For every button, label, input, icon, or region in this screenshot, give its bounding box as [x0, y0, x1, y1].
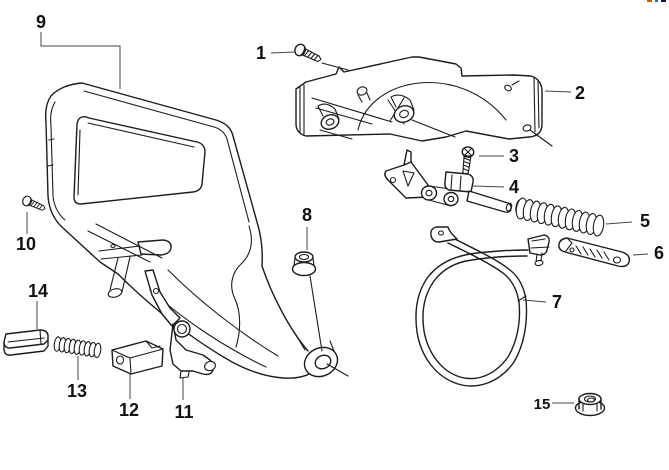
- leader-line-1: [270, 51, 296, 54]
- part-4-pivot-lever-drawing: [384, 149, 513, 213]
- part-11-brake-lever-drawing: [144, 269, 216, 379]
- part-label-14: 14: [28, 281, 48, 301]
- leader-line-2: [544, 90, 572, 93]
- part-label-11: 11: [174, 402, 193, 422]
- part-13-spring-drawing: [53, 336, 102, 359]
- part-9-hand-guard-drawing: [44, 82, 349, 379]
- part-label-10: 10: [16, 234, 36, 254]
- part-6-sleeve-drawing: [558, 237, 631, 268]
- leader-line-6: [632, 253, 649, 256]
- part-label-2: 2: [575, 83, 585, 103]
- leader-line-4: [472, 185, 505, 188]
- leader-line-5: [605, 221, 633, 225]
- part-10-screw-drawing: [20, 194, 48, 215]
- part-label-6: 6: [654, 243, 664, 263]
- part-5-spring-drawing: [515, 197, 605, 237]
- part-label-13: 13: [67, 381, 87, 401]
- part-label-7: 7: [552, 292, 562, 312]
- part-12-slide-block-drawing: [111, 340, 164, 375]
- screen-edge-artifact: [655, 0, 658, 2]
- part-label-4: 4: [509, 177, 519, 197]
- part-label-3: 3: [509, 146, 519, 166]
- part-label-5: 5: [640, 211, 650, 231]
- part-label-12: 12: [119, 400, 139, 420]
- screen-edge-artifact: [661, 0, 666, 2]
- part-15-flange-nut-drawing: [574, 392, 606, 417]
- part-14-latch-plate-drawing: [3, 329, 49, 356]
- screen-edge-artifact: [647, 0, 652, 2]
- part-label-1: 1: [256, 43, 266, 63]
- part-3-screw-drawing: [458, 145, 476, 177]
- leader-line-7: [522, 299, 547, 303]
- part-label-15: 15: [534, 396, 551, 413]
- part-label-8: 8: [302, 205, 312, 225]
- part-label-9: 9: [36, 12, 46, 32]
- leader-line-9: [40, 32, 121, 89]
- part-7-brake-band-drawing: [415, 226, 550, 387]
- part-2-cover-plate-drawing: [295, 56, 553, 147]
- part-1-screw-drawing: [292, 41, 349, 71]
- part-8-grommet-drawing: [291, 251, 323, 352]
